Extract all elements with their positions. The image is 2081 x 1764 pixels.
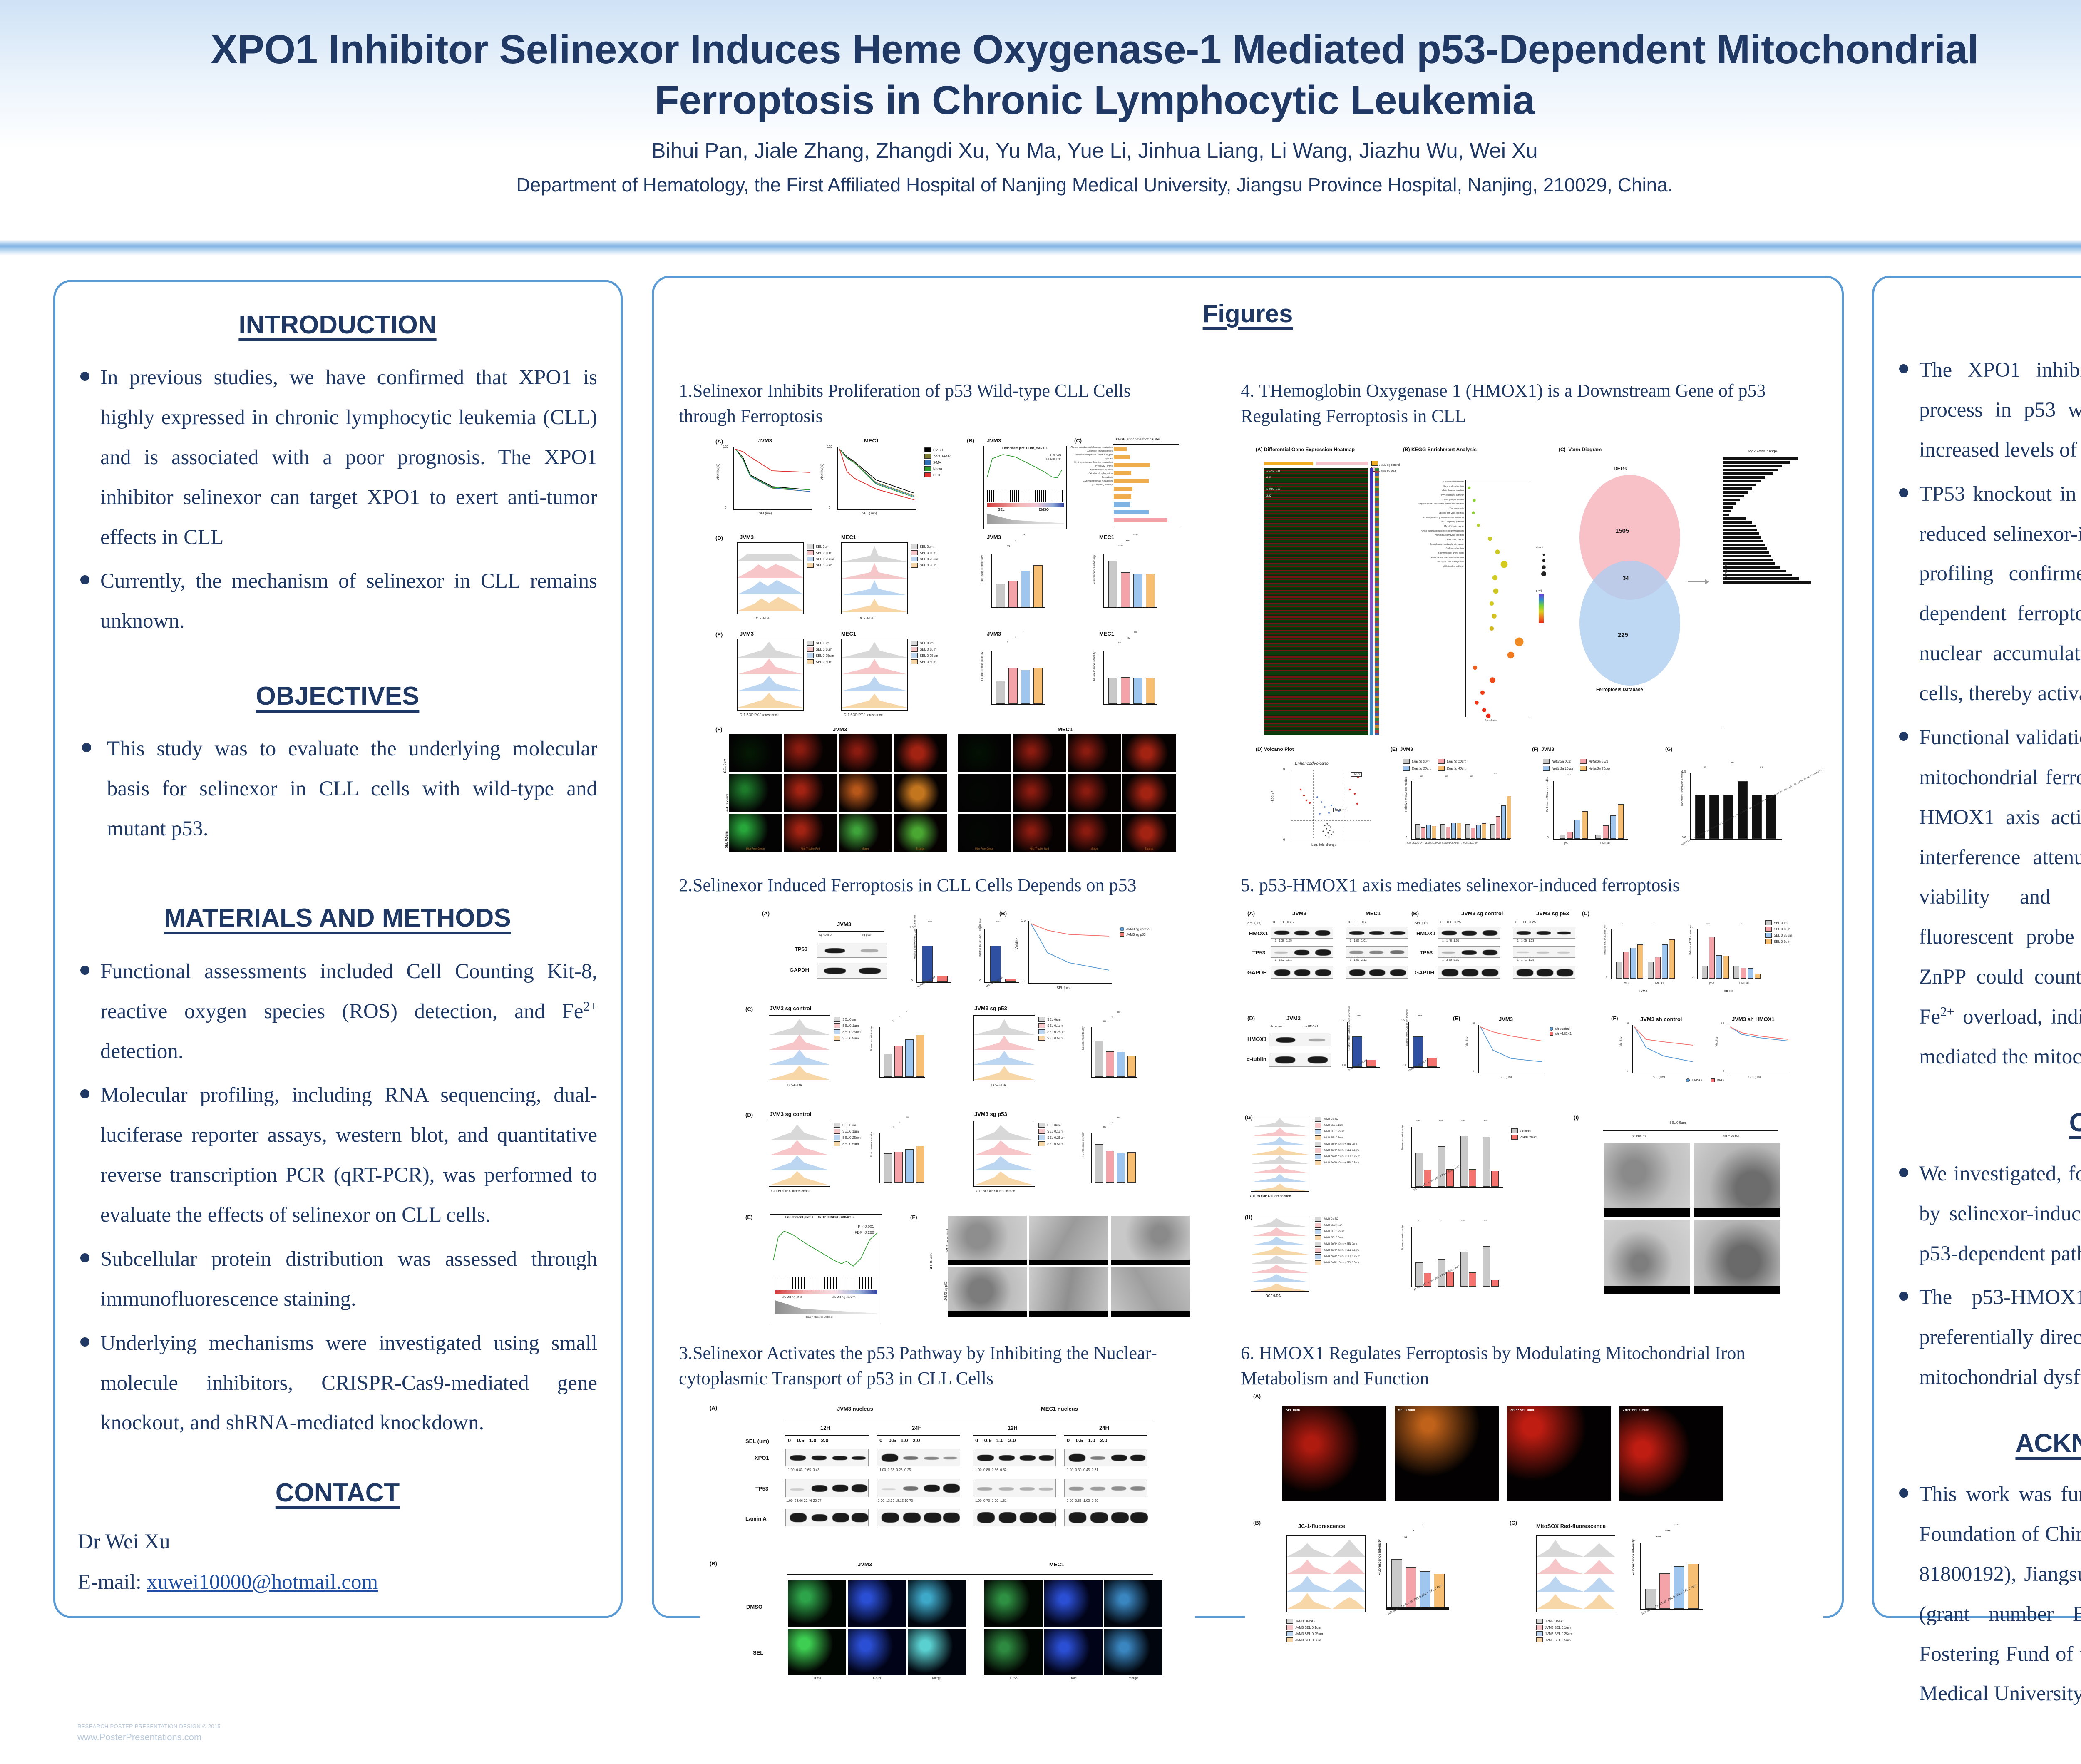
conclusion-heading: CONCLUSION	[2069, 1108, 2081, 1137]
figure-3-image: (A) JVM3 nucleus MEC1 nucleus 12H 24H 12…	[700, 1401, 1195, 1693]
title-block: XPO1 Inhibitor Selinexor Induces Heme Ox…	[62, 24, 2081, 196]
page-title: XPO1 Inhibitor Selinexor Induces Heme Ox…	[62, 24, 2081, 126]
conclusion-list: We investigated, for the first time, the…	[1897, 1154, 2081, 1398]
list-item: We investigated, for the first time, the…	[1897, 1154, 2081, 1274]
contact-email-row: E-mail: xuwei10000@hotmail.com	[78, 1562, 597, 1603]
contact-name: Dr Wei Xu	[78, 1530, 170, 1554]
figure-5-image: (A) JVM3 MEC1 SEL (um) 0 0.1 0.25 0 0.1 …	[1245, 906, 1823, 1327]
methods-list: Functional assessments included Cell Cou…	[78, 952, 597, 1443]
poster-presentations-credit: RESEARCH POSTER PRESENTATION DESIGN © 20…	[77, 1723, 221, 1743]
list-item: Underlying mechanisms were investigated …	[78, 1324, 597, 1443]
credit-line-2: www.PosterPresentations.com	[77, 1732, 202, 1742]
list-item: This study was to evaluate the underlyin…	[78, 729, 597, 849]
author-list: Bihui Pan, Jiale Zhang, Zhangdi Xu, Yu M…	[651, 139, 1538, 163]
list-item: The XPO1 inhibitor selinexor induced a f…	[1897, 350, 2081, 470]
results-heading: Results	[1897, 305, 2081, 334]
right-column-panel: Results The XPO1 inhibitor selinexor ind…	[1872, 276, 2081, 1705]
list-item: Functional validation demonstrated that …	[1897, 718, 2081, 1077]
contact-email-link[interactable]: xuwei10000@hotmail.com	[147, 1570, 378, 1594]
contact-email-label: E-mail:	[78, 1570, 142, 1594]
acknowledgement-heading: ACKNOWLEDGEMENT	[2015, 1429, 2081, 1458]
results-list: The XPO1 inhibitor selinexor induced a f…	[1897, 350, 2081, 1077]
figure-5-caption: 5. p53-HMOX1 axis mediates selinexor-ind…	[1241, 875, 1680, 895]
title-line-2: Ferroptosis in Chronic Lymphocytic Leuke…	[654, 77, 1535, 123]
list-item: Subcellular protein distribution was ass…	[78, 1240, 597, 1319]
left-column-panel: INTRODUCTION In previous studies, we hav…	[53, 280, 623, 1618]
contact-heading: CONTACT	[275, 1478, 400, 1508]
list-item: TP53 knockout in JVM3 CLL cells using CR…	[1897, 475, 2081, 714]
figure-2-caption: 2.Selinexor Induced Ferroptosis in CLL C…	[679, 875, 1137, 895]
list-item: This work was funded by the National Nat…	[1897, 1475, 2081, 1714]
figure-6-image: (A) SEL 0um SEL 0.5um ZnPP SEL 0um ZnPP …	[1245, 1389, 1823, 1689]
acknowledgement-list: This work was funded by the National Nat…	[1897, 1475, 2081, 1714]
list-item: Molecular profiling, including RNA seque…	[78, 1076, 597, 1235]
affiliation: Department of Hematology, the First Affi…	[516, 174, 1673, 196]
list-item: Functional assessments included Cell Cou…	[78, 952, 597, 1072]
introduction-list: In previous studies, we have confirmed t…	[78, 358, 597, 641]
list-item: In previous studies, we have confirmed t…	[78, 358, 597, 557]
figure-1-caption: 1.Selinexor Inhibits Proliferation of p5…	[679, 380, 1131, 426]
title-line-1: XPO1 Inhibitor Selinexor Induces Heme Ox…	[211, 27, 1979, 72]
figure-4-caption: 4. THemoglobin Oxygenase 1 (HMOX1) is a …	[1241, 380, 1766, 426]
objectives-list: This study was to evaluate the underlyin…	[78, 729, 597, 849]
list-item: Currently, the mechanism of selinexor in…	[78, 561, 597, 641]
methods-heading: MATERIALS AND METHODS	[164, 903, 511, 932]
figure-4-image: (A) Differential Gene Expression Heatmap…	[1245, 444, 1823, 856]
poster-header: XPO1 Inhibitor Selinexor Induces Heme Ox…	[0, 0, 2081, 240]
figures-panel: Figures 1.Selinexor Inhibits Proliferati…	[652, 276, 1844, 1693]
introduction-heading: INTRODUCTION	[238, 311, 437, 339]
header-divider	[0, 240, 2081, 256]
figure-2-image: (A) JVM3 sg control sg p53 TP53 GAPDH Re…	[700, 906, 1195, 1327]
figures-heading: Figures	[1202, 300, 1293, 328]
objectives-heading: OBJECTIVES	[256, 682, 420, 711]
figure-6-caption: 6. HMOX1 Regulates Ferroptosis by Modula…	[1241, 1343, 1746, 1389]
credit-line-1: RESEARCH POSTER PRESENTATION DESIGN © 20…	[77, 1723, 221, 1729]
figure-1-image: (A) JVM3 MEC1 Viability(%) 120 0 SEL(um)	[700, 435, 1195, 855]
figure-3-caption: 3.Selinexor Activates the p53 Pathway by…	[679, 1343, 1157, 1389]
list-item: The p53-HMOX1 axis orchestrated ferropto…	[1897, 1278, 2081, 1398]
